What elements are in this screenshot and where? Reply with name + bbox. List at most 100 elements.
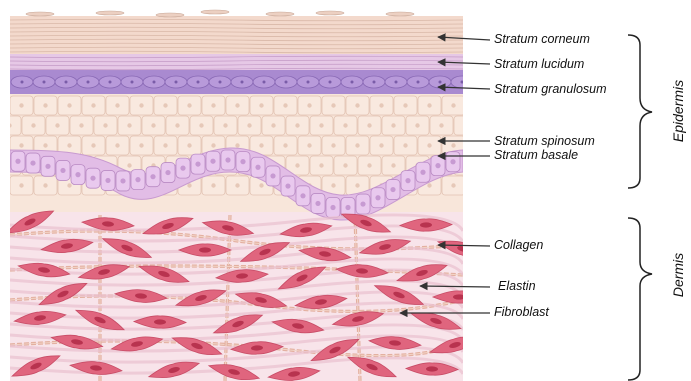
basale-nucleus — [180, 166, 185, 171]
basale-nucleus — [300, 193, 305, 198]
spinosum-nucleus — [355, 183, 359, 187]
basale-nucleus — [45, 164, 50, 169]
spinosum-nucleus — [67, 183, 71, 187]
fibroblast-nucleus — [453, 294, 465, 299]
basale-nucleus — [345, 205, 350, 210]
spinosum-nucleus — [379, 103, 383, 107]
spinosum-nucleus — [451, 183, 455, 187]
granulosum-nucleus — [351, 81, 354, 84]
basale-nucleus — [390, 187, 395, 192]
basale-nucleus — [255, 165, 260, 170]
basale-nucleus — [105, 178, 110, 183]
granulosum-nucleus — [153, 81, 156, 84]
basale-nucleus — [15, 159, 20, 164]
granulosum-nucleus — [373, 81, 376, 84]
granulosum-cells — [11, 76, 473, 88]
basale-nucleus — [165, 170, 170, 175]
spinosum-nucleus — [79, 123, 83, 127]
spinosum-nucleus — [295, 163, 299, 167]
spinosum-nucleus — [391, 163, 395, 167]
spinosum-nucleus — [343, 123, 347, 127]
granulosum-nucleus — [43, 81, 46, 84]
group-label-epidermis: Epidermis — [670, 76, 686, 146]
spinosum-cell — [454, 116, 477, 135]
granulosum-nucleus — [175, 81, 178, 84]
spinosum-nucleus — [43, 143, 47, 147]
fibroblast-nucleus — [199, 247, 211, 252]
basale-nucleus — [30, 160, 35, 165]
spinosum-nucleus — [295, 123, 299, 127]
spinosum-nucleus — [199, 123, 203, 127]
basale-nucleus — [420, 170, 425, 175]
spinosum-nucleus — [151, 123, 155, 127]
spinosum-nucleus — [139, 143, 143, 147]
spinosum-nucleus — [7, 123, 11, 127]
granulosum-nucleus — [329, 81, 332, 84]
label-stratum-corneum: Stratum corneum — [494, 32, 590, 46]
spinosum-nucleus — [211, 183, 215, 187]
tissue-block — [0, 16, 490, 381]
spinosum-nucleus — [19, 103, 23, 107]
spinosum-nucleus — [343, 163, 347, 167]
basale-nucleus — [360, 201, 365, 206]
granulosum-nucleus — [87, 81, 90, 84]
spinosum-nucleus — [187, 143, 191, 147]
spinosum-nucleus — [55, 123, 59, 127]
spinosum-nucleus — [31, 123, 35, 127]
epidermis-brace — [628, 35, 652, 188]
label-stratum-spinosum: Stratum spinosum — [494, 134, 595, 148]
spinosum-nucleus — [43, 183, 47, 187]
spinosum-nucleus — [259, 143, 263, 147]
granulosum-nucleus — [131, 81, 134, 84]
spinosum-nucleus — [43, 103, 47, 107]
spinosum-nucleus — [235, 183, 239, 187]
basale-nucleus — [195, 161, 200, 166]
spinosum-nucleus — [427, 183, 431, 187]
corneum-flakes — [26, 10, 414, 17]
granulosum-nucleus — [65, 81, 68, 84]
spinosum-nucleus — [259, 183, 263, 187]
spinosum-nucleus — [427, 103, 431, 107]
corneum-flake — [201, 10, 229, 14]
spinosum-nucleus — [463, 163, 467, 167]
spinosum-nucleus — [187, 103, 191, 107]
spinosum-nucleus — [463, 123, 467, 127]
label-fibroblast: Fibroblast — [494, 305, 549, 319]
spinosum-nucleus — [451, 103, 455, 107]
dermis-brace — [628, 218, 652, 380]
spinosum-nucleus — [259, 103, 263, 107]
granulosum-nucleus — [285, 81, 288, 84]
spinosum-nucleus — [391, 123, 395, 127]
group-label-dermis: Dermis — [670, 245, 686, 305]
spinosum-nucleus — [415, 123, 419, 127]
spinosum-nucleus — [19, 183, 23, 187]
spinosum-nucleus — [355, 103, 359, 107]
basale-nucleus — [330, 205, 335, 210]
spinosum-nucleus — [175, 123, 179, 127]
spinosum-nucleus — [127, 123, 131, 127]
spinosum-nucleus — [307, 143, 311, 147]
spinosum-nucleus — [235, 143, 239, 147]
granulosum-nucleus — [109, 81, 112, 84]
label-stratum-granulosum: Stratum granulosum — [494, 82, 607, 96]
spinosum-nucleus — [307, 103, 311, 107]
granulosum-nucleus — [417, 81, 420, 84]
granulosum-nucleus — [307, 81, 310, 84]
spinosum-nucleus — [91, 103, 95, 107]
spinosum-nucleus — [367, 163, 371, 167]
spinosum-nucleus — [379, 143, 383, 147]
label-collagen: Collagen — [494, 238, 543, 252]
basale-nucleus — [210, 159, 215, 164]
spinosum-nucleus — [427, 143, 431, 147]
spinosum-nucleus — [283, 143, 287, 147]
label-stratum-basale: Stratum basale — [494, 148, 578, 162]
granulosum-nucleus — [439, 81, 442, 84]
basale-nucleus — [270, 173, 275, 178]
corneum-flake — [26, 12, 54, 16]
spinosum-nucleus — [115, 103, 119, 107]
spinosum-nucleus — [355, 143, 359, 147]
corneum-flake — [266, 12, 294, 16]
basale-nucleus — [405, 178, 410, 183]
spinosum-nucleus — [331, 103, 335, 107]
spinosum-nucleus — [115, 143, 119, 147]
